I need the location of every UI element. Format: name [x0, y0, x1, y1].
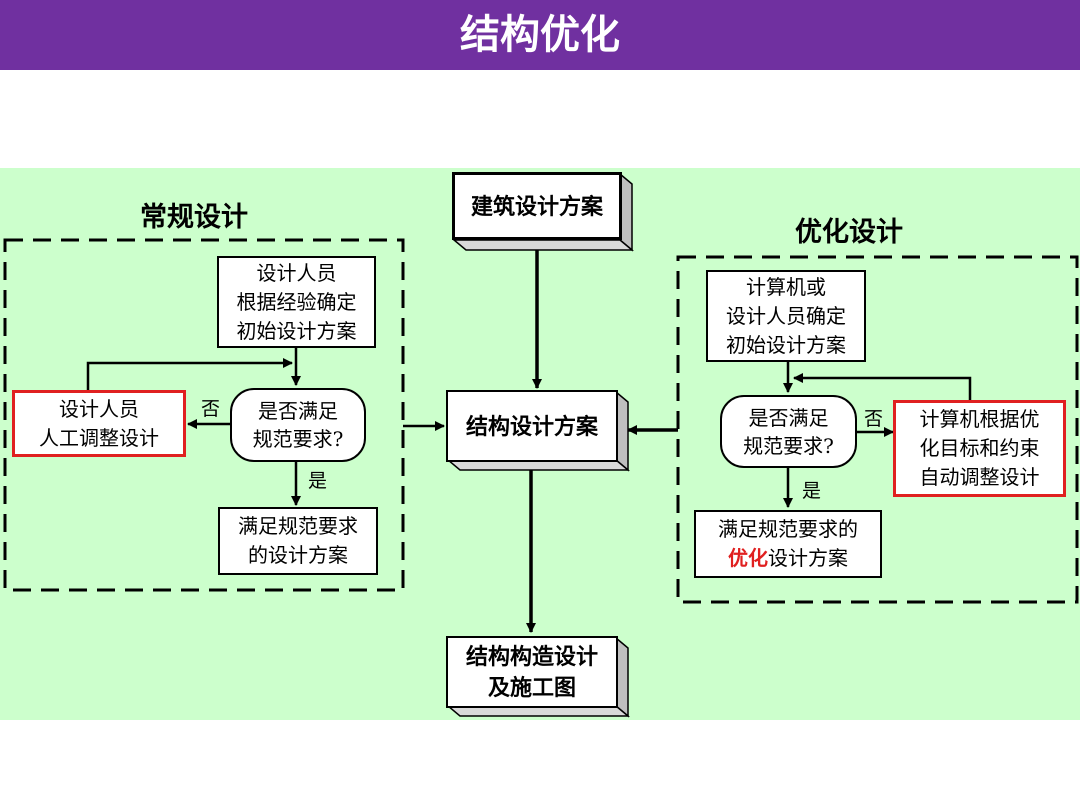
right-initial-line-3: 初始设计方案	[726, 332, 846, 357]
right-result-rest: 设计方案	[768, 546, 848, 570]
right-adjust-box: 计算机根据优 化目标和约束 自动调整设计	[893, 400, 1066, 497]
left-yes-label: 是	[308, 470, 328, 492]
right-result-box: 满足规范要求的 优化设计方案	[694, 510, 882, 578]
detail-design-block: 结构构造设计 及施工图	[446, 636, 630, 718]
detail-design-box: 结构构造设计 及施工图	[446, 636, 618, 708]
right-heading: 优化设计	[795, 217, 903, 248]
right-result-line-1: 满足规范要求的	[718, 517, 858, 541]
right-result-line-2: 优化设计方案	[718, 544, 858, 573]
struct-plan-block: 结构设计方案	[446, 390, 630, 472]
left-adjust-line-1: 设计人员	[59, 396, 139, 421]
detail-line-1: 结构构造设计	[465, 644, 598, 669]
left-result-box: 满足规范要求 的设计方案	[218, 507, 378, 575]
right-adjust-line-3: 自动调整设计	[919, 465, 1040, 489]
left-adjust-box: 设计人员 人工调整设计	[12, 390, 186, 457]
page-title: 结构优化	[460, 12, 620, 58]
right-decision-line-1: 是否满足	[748, 405, 829, 430]
right-adjust-line-1: 计算机根据优	[919, 407, 1040, 431]
right-decision-line-2: 规范要求?	[743, 433, 834, 458]
right-decision: 是否满足 规范要求?	[720, 395, 857, 468]
left-initial-box: 设计人员 根据经验确定 初始设计方案	[217, 256, 376, 348]
right-adjust-loop	[793, 373, 972, 400]
struct-plan-box: 结构设计方案	[446, 390, 618, 462]
right-initial-box: 计算机或 设计人员确定 初始设计方案	[706, 270, 866, 362]
right-no-label: 否	[864, 408, 884, 430]
right-initial-line-1: 计算机或	[746, 274, 826, 299]
left-adjust-loop	[86, 358, 293, 390]
left-decision: 是否满足 规范要求?	[230, 388, 366, 462]
right-initial-line-2: 设计人员确定	[726, 303, 846, 328]
left-result-line-2: 的设计方案	[248, 543, 348, 567]
right-adjust-line-2: 化目标和约束	[919, 436, 1040, 460]
left-heading: 常规设计	[140, 202, 248, 233]
arch-plan-block: 建筑设计方案	[450, 170, 634, 252]
left-decision-line-1: 是否满足	[257, 399, 338, 423]
left-no-label: 否	[201, 398, 221, 420]
left-result-line-1: 满足规范要求	[238, 514, 358, 538]
left-adjust-line-2: 人工调整设计	[39, 425, 159, 450]
left-decision-line-2: 规范要求?	[252, 427, 344, 451]
detail-line-2: 及施工图	[487, 675, 576, 700]
arch-plan-box: 建筑设计方案	[452, 172, 622, 240]
left-initial-line-1: 设计人员	[256, 260, 337, 285]
optimized-highlight: 优化	[728, 546, 768, 570]
left-dashed-frame	[3, 238, 405, 592]
header-bar: 结构优化	[0, 0, 1080, 70]
right-yes-label: 是	[802, 480, 822, 502]
right-dashed-frame	[676, 255, 1079, 604]
left-initial-line-3: 初始设计方案	[236, 318, 357, 343]
left-initial-line-2: 根据经验确定	[236, 289, 357, 314]
